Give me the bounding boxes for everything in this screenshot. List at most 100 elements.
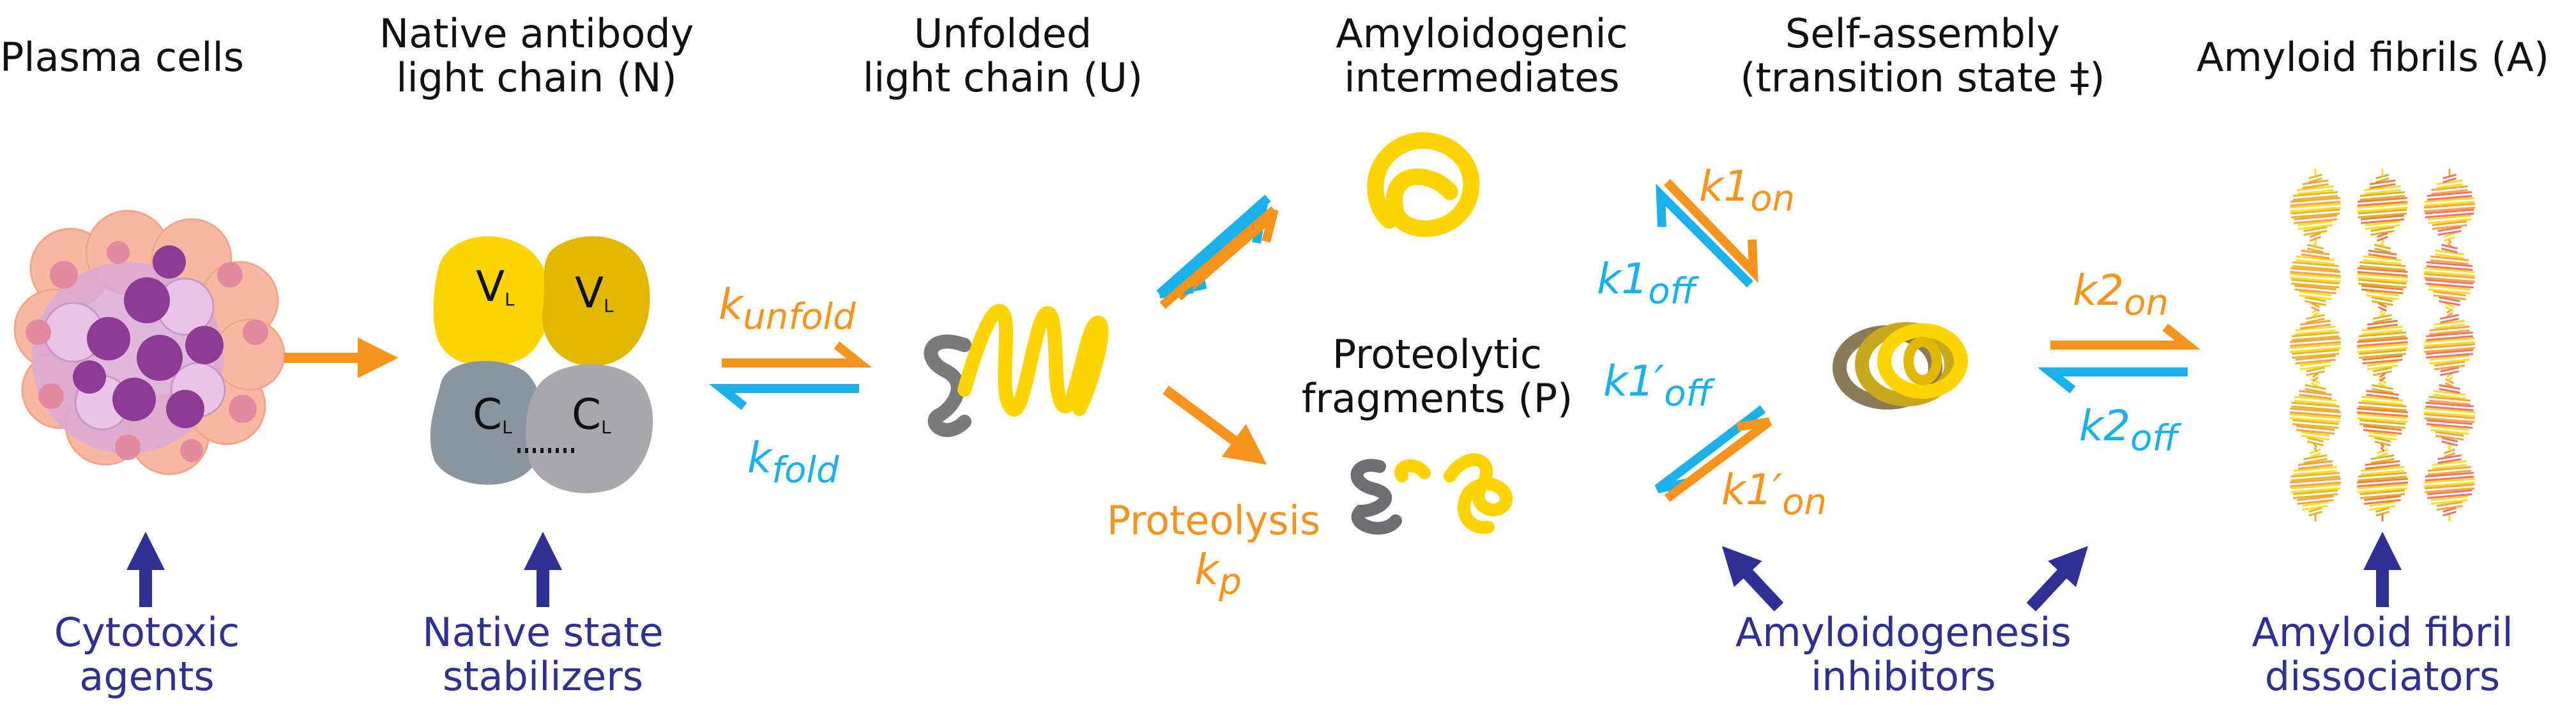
fibril-strand-0	[2312, 312, 2319, 318]
fibril-strand-0	[2313, 447, 2318, 452]
stage-title-selfassembly: Self-assembly(transition state ‡)	[1740, 10, 2105, 102]
inhibitor-arrow-left	[1721, 546, 1784, 612]
fibril-strand-2	[2444, 236, 2455, 242]
fibril-strand-1	[2357, 417, 2408, 423]
fibril-strand-2	[2437, 230, 2462, 236]
fibril-strand-2	[2446, 376, 2453, 382]
fibril-strand-2	[2425, 208, 2474, 215]
fibril-strand-2	[2440, 314, 2459, 320]
fibril-strand-1	[2357, 273, 2408, 279]
fibril-strand-2	[2431, 495, 2468, 502]
fibril-strand-2	[2423, 203, 2476, 209]
fibril-strand-0	[2292, 195, 2338, 201]
fibril-strand-0	[2290, 267, 2341, 273]
fibril-strand-0	[2293, 470, 2338, 476]
stage-title-fibrils: Amyloid fibrils (A)	[2196, 34, 2550, 81]
fibril-strand-1	[2362, 355, 2403, 361]
fibril-strand-0	[2296, 259, 2335, 265]
fibril-strand-0	[2308, 177, 2322, 183]
fibril-strand-0	[2310, 306, 2321, 312]
fibril-strand-0	[2294, 284, 2336, 291]
fibril-strand-2	[2426, 261, 2473, 267]
fibril-strand-0	[2305, 300, 2326, 306]
fibril-strand-2	[2440, 318, 2459, 324]
fibril-strand-2	[2434, 323, 2465, 330]
fibril-strand-2	[2443, 507, 2457, 513]
stage-title-plasma: Plasma cells	[0, 34, 244, 81]
fibril-strand-0	[2292, 419, 2339, 426]
fibril-strand-2	[2440, 370, 2459, 376]
fibril-strand-2	[2444, 378, 2455, 384]
fibril-strand-0	[2291, 282, 2340, 289]
fibril-strand-0	[2305, 296, 2326, 302]
fibril-strand-0	[2301, 253, 2330, 259]
fibril-strand-2	[2443, 173, 2457, 180]
fibril-strand-1	[2370, 454, 2395, 460]
fibril-strand-2	[2430, 425, 2469, 431]
fibril-strand-2	[2424, 341, 2475, 347]
fibril-strand-0	[2290, 273, 2341, 279]
fibril-strand-1	[2360, 214, 2405, 220]
proteolysis-label: Proteolysis	[1106, 497, 1321, 544]
fibril-strand-1	[2359, 349, 2406, 355]
fibril-strand-2	[2432, 460, 2467, 466]
fibril-strand-1	[2361, 288, 2404, 295]
rate-k1prime-on: k1′on	[1721, 465, 1827, 523]
fibril-strand-1	[2361, 284, 2404, 291]
fibril-strand-2	[2427, 489, 2473, 495]
fibril-strand-1	[2377, 232, 2388, 238]
fibril-strand-1	[2364, 495, 2401, 502]
rate-k1off: k1off	[1597, 254, 1696, 312]
fibril-strand-1	[2359, 191, 2405, 197]
fibril-strand-2	[2436, 505, 2463, 511]
proteolysis-arrow	[1162, 385, 1267, 465]
fibril-strand-2	[2424, 273, 2475, 279]
fibril-strand-2	[2428, 396, 2471, 402]
fibril-strand-2	[2443, 511, 2457, 517]
fibril-strand-1	[2373, 366, 2392, 373]
plasma-cells-icon	[13, 210, 286, 475]
fibril-strand-0	[2290, 271, 2341, 277]
fibril-strand-2	[2428, 288, 2471, 295]
fibril-strand-0	[2290, 417, 2341, 423]
self-assembly-oligomer-icon	[1833, 322, 1968, 410]
fibril-strand-1	[2357, 413, 2408, 419]
proteolytic-fragments-icon	[1350, 453, 1513, 535]
fibril-strand-0	[2308, 507, 2322, 513]
fibril-strand-0	[2302, 501, 2329, 507]
fibril-strand-0	[2307, 243, 2324, 250]
fibril-strand-1	[2372, 388, 2393, 394]
k1-prime-equilibrium-arrows	[1654, 405, 1772, 502]
fibril-strand-0	[2306, 366, 2325, 373]
fibril-strand-0	[2292, 353, 2339, 359]
fibril-strand-2	[2429, 325, 2470, 332]
fibril-strand-1	[2357, 277, 2408, 283]
fibril-strand-1	[2370, 230, 2395, 236]
fibril-strand-2	[2429, 358, 2470, 365]
fibril-strand-1	[2357, 411, 2408, 417]
fibril-strand-0	[2310, 236, 2321, 242]
fibril-strand-1	[2379, 312, 2386, 318]
fibril-strand-1	[2368, 431, 2397, 437]
fibril-strand-2	[2434, 360, 2465, 367]
rate-kunfold: kunfold	[719, 280, 856, 338]
fibril-strand-1	[2357, 407, 2408, 413]
fibril-strand-0	[2301, 249, 2330, 256]
fibril-strand-2	[2424, 407, 2475, 413]
fibril-strand-0	[2307, 436, 2324, 443]
fibril-strand-0	[2303, 230, 2328, 236]
unfolded-chain-icon	[924, 304, 1109, 437]
fibril-strand-2	[2426, 331, 2473, 337]
fibril-strand-0	[2302, 505, 2329, 511]
fibril-strand-1	[2358, 483, 2407, 489]
fibril-strand-1	[2359, 195, 2405, 201]
fibril-strand-1	[2358, 282, 2407, 289]
fibril-strand-2	[2430, 255, 2469, 261]
inhibitor-arrow-right	[2026, 546, 2089, 612]
fibril-strand-0	[2302, 183, 2329, 189]
fibril-strand-1	[2369, 179, 2396, 185]
fibril-strand-0	[2301, 431, 2330, 437]
fibril-strand-2	[2424, 417, 2475, 423]
fibril-strand-1	[2366, 360, 2398, 367]
